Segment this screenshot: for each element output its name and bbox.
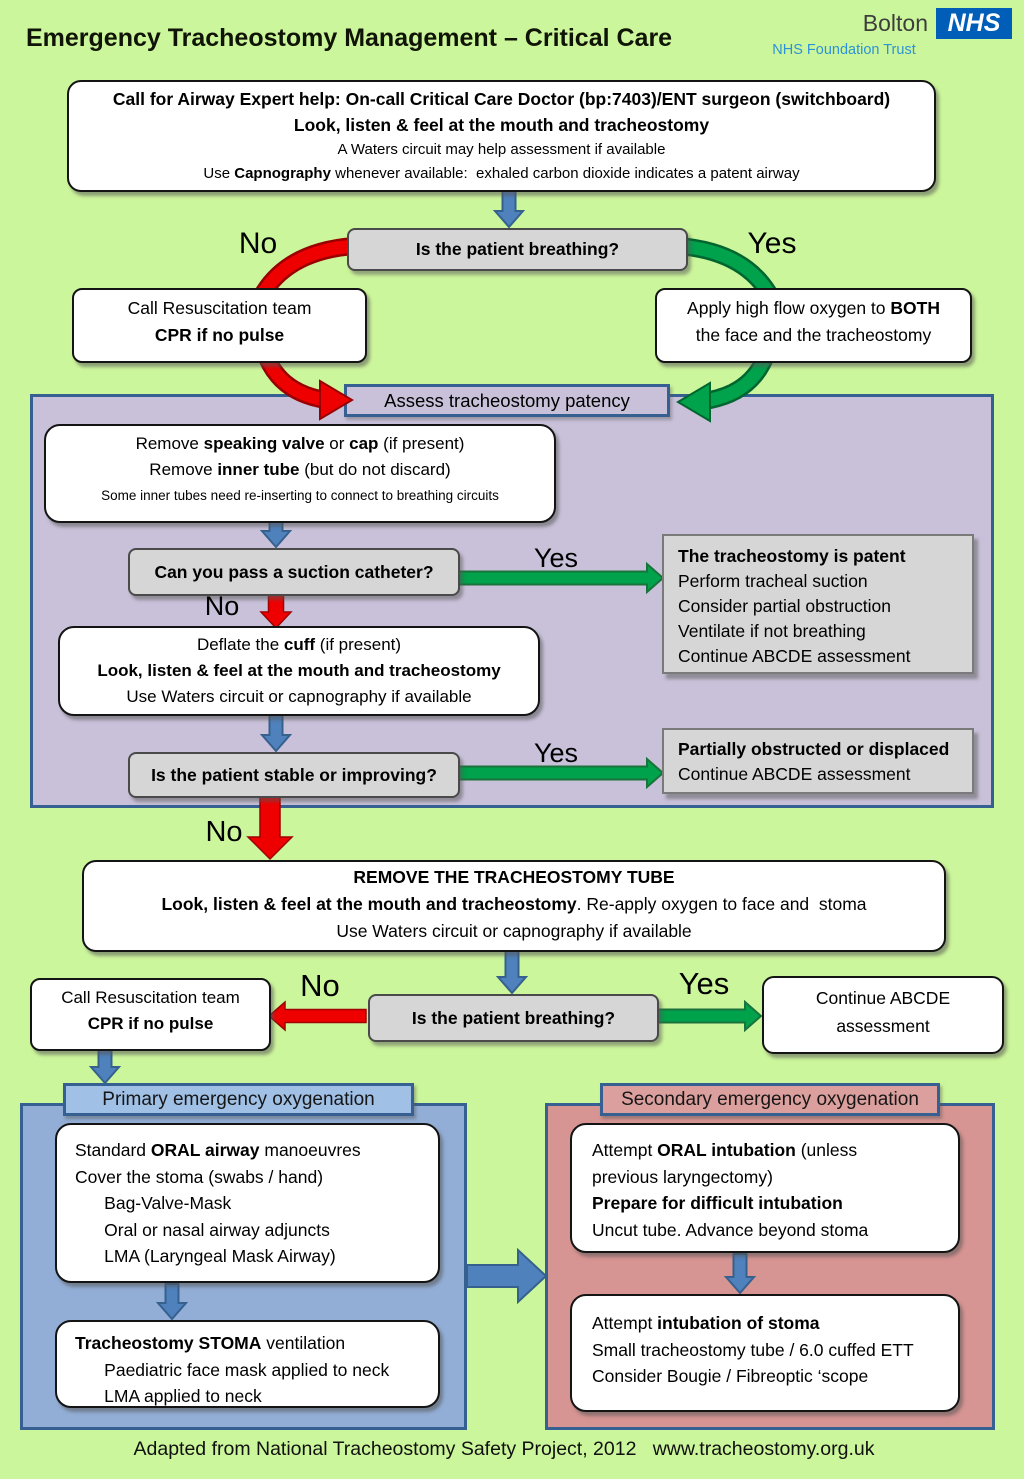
- text-line: Continue ABCDE assessment: [678, 764, 911, 784]
- text-line: LMA applied to neck: [75, 1386, 262, 1406]
- org-subtitle: NHS Foundation Trust: [772, 42, 916, 58]
- text-line: REMOVE THE TRACHEOSTOMY TUBE: [353, 867, 675, 887]
- breathing-question-1: Is the patient breathing?: [347, 228, 688, 271]
- label-no-3: No: [205, 816, 243, 848]
- arrow-right-yes-breathing: [656, 999, 763, 1033]
- text-line: CPR if no pulse: [87, 1014, 214, 1033]
- text-line: Look, listen & feel at the mouth and tra…: [161, 894, 867, 914]
- text-line: CPR if no pulse: [154, 325, 285, 345]
- primary-oxygenation-title: Primary emergency oxygenation: [63, 1083, 414, 1116]
- label-yes-4: Yes: [678, 966, 730, 1001]
- text-line: Look, listen & feel at the mouth and tra…: [97, 661, 501, 680]
- text-line: Use Waters circuit or capnography if ava…: [126, 687, 472, 706]
- arrow-down-remove: [495, 947, 529, 995]
- secondary-oxygenation-title: Secondary emergency oxygenation: [600, 1083, 940, 1116]
- text-line: Oral or nasal airway adjuncts: [75, 1219, 330, 1240]
- text-line: Small tracheostomy tube / 6.0 cuffed ETT: [592, 1339, 914, 1360]
- label-no-4: No: [300, 968, 340, 1003]
- org-name: Bolton: [862, 10, 928, 36]
- text-line: Perform tracheal suction: [678, 571, 868, 591]
- nhs-logo: NHS: [936, 8, 1012, 39]
- text-line: A Waters circuit may help assessment if …: [337, 141, 666, 158]
- text-line: Tracheostomy STOMA ventilation: [75, 1333, 346, 1353]
- text-line: Consider Bougie / Fibreoptic ‘scope: [592, 1366, 869, 1386]
- label-yes-3: Yes: [533, 738, 579, 768]
- continue-abcde-box: Continue ABCDE assessment: [762, 976, 1004, 1054]
- text-line: Remove speaking valve or cap (if present…: [135, 434, 465, 453]
- text-line: Call Resuscitation team: [127, 298, 312, 318]
- text-line: Partially obstructed or displaced: [678, 739, 950, 759]
- label-yes-2: Yes: [533, 543, 579, 573]
- secondary-oxygenation-box-1: Attempt ORAL intubation (unless previous …: [570, 1123, 960, 1253]
- remove-valve-box: Remove speaking valve or cap (if present…: [44, 424, 556, 523]
- footer-attribution: Adapted from National Tracheostomy Safet…: [133, 1438, 875, 1460]
- call-expert-box: Call for Airway Expert help: On-call Cri…: [67, 80, 936, 192]
- text-line: Consider partial obstruction: [678, 596, 892, 616]
- label-no-1: No: [238, 227, 278, 260]
- text-line: previous laryngectomy): [592, 1166, 773, 1187]
- text-line: Standard ORAL airway manoeuvres: [75, 1140, 361, 1160]
- primary-oxygenation-box-2: Tracheostomy STOMA ventilation Paediatri…: [55, 1320, 440, 1408]
- text-line: Attempt ORAL intubation (unless: [592, 1140, 858, 1160]
- text-line: Attempt intubation of stoma: [592, 1313, 820, 1333]
- text-line: Bag-Valve-Mask: [75, 1193, 232, 1213]
- text-line: Cover the stoma (swabs / hand): [75, 1166, 324, 1187]
- label-yes-1: Yes: [747, 227, 797, 260]
- text-line: Remove inner tube (but do not discard): [149, 460, 451, 479]
- suction-catheter-question: Can you pass a suction catheter?: [128, 548, 460, 596]
- text-line: Uncut tube. Advance beyond stoma: [592, 1219, 869, 1240]
- text-line: assessment: [836, 1016, 930, 1036]
- text-line: Prepare for difficult intubation: [592, 1193, 843, 1213]
- text-line: LMA (Laryngeal Mask Airway): [75, 1246, 336, 1266]
- text-line: Call Resuscitation team: [61, 988, 240, 1007]
- text-line: Deflate the cuff (if present): [196, 635, 402, 654]
- remove-tube-box: REMOVE THE TRACHEOSTOMY TUBE Look, listen…: [82, 860, 946, 952]
- text-line: Use Waters circuit or capnography if ava…: [336, 921, 692, 941]
- text-line: Use Capnography whenever available: exha…: [203, 165, 800, 182]
- page-title: Emergency Tracheostomy Management – Crit…: [26, 24, 673, 52]
- text-line: the face and the tracheostomy: [695, 325, 932, 345]
- arrow-right-panels: [466, 1247, 548, 1305]
- text-line: Some inner tubes need re-inserting to co…: [101, 488, 499, 503]
- text-line: Continue ABCDE: [815, 988, 951, 1008]
- text-line: Call for Airway Expert help: On-call Cri…: [112, 89, 891, 109]
- text-line: Ventilate if not breathing: [678, 621, 866, 641]
- assess-patency-header: Assess tracheostomy patency: [344, 384, 670, 417]
- text-line: Apply high flow oxygen to BOTH: [687, 298, 940, 318]
- text-line: Continue ABCDE assessment: [678, 646, 911, 666]
- text-line: Paediatric face mask applied to neck: [75, 1359, 390, 1380]
- arrow-down-top: [492, 186, 526, 229]
- label-no-2: No: [204, 591, 240, 621]
- breathing-question-2: Is the patient breathing?: [368, 994, 659, 1042]
- apply-oxygen-box: Apply high flow oxygen to BOTH the face a…: [655, 288, 972, 363]
- text-line: Look, listen & feel at the mouth and tra…: [293, 115, 710, 135]
- stable-improving-question: Is the patient stable or improving?: [128, 752, 460, 798]
- arrow-left-no-breathing: [267, 1000, 367, 1032]
- text-line: The tracheostomy is patent: [678, 546, 906, 566]
- deflate-cuff-box: Deflate the cuff (if present) Look, liste…: [58, 626, 540, 716]
